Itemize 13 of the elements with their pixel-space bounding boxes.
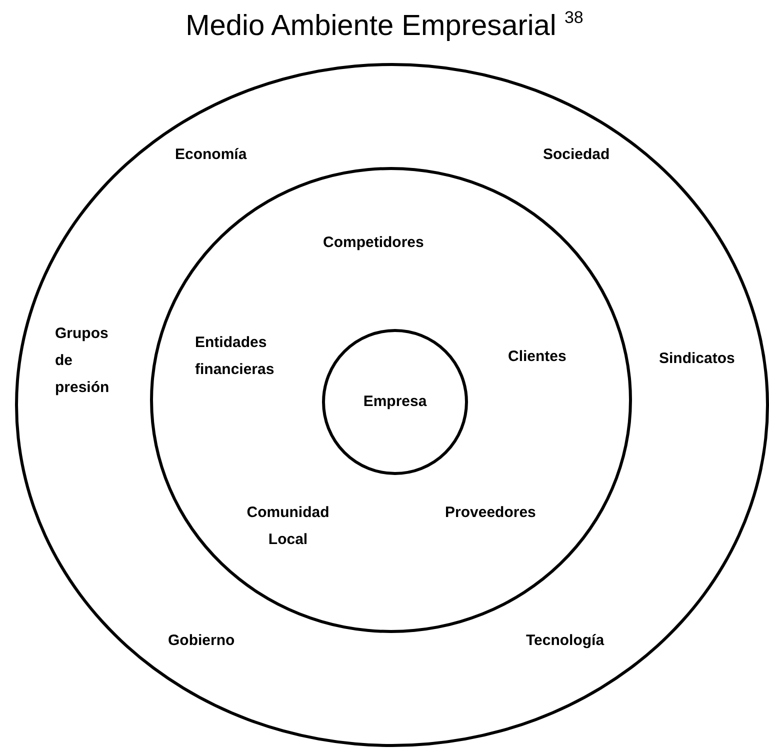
ring-label: Entidades financieras: [195, 333, 276, 380]
ring-label: Clientes: [508, 347, 568, 367]
ring-label: Sociedad: [543, 146, 611, 164]
ring-label: Grupos de presión: [55, 324, 110, 398]
ring-label: Tecnología: [526, 632, 606, 650]
ring-label: Empresa: [362, 392, 428, 412]
diagram-title: Medio Ambiente Empresarial $^{38}$: [186, 10, 584, 43]
ring-label: Gobierno: [168, 632, 236, 650]
ring-label: Comunidad Local: [246, 503, 330, 550]
ring-label: Proveedores: [445, 503, 537, 523]
ring-label: Sindicatos: [659, 349, 736, 369]
ring-label: Economía: [175, 146, 248, 164]
ring-label: Competidores: [323, 233, 425, 253]
